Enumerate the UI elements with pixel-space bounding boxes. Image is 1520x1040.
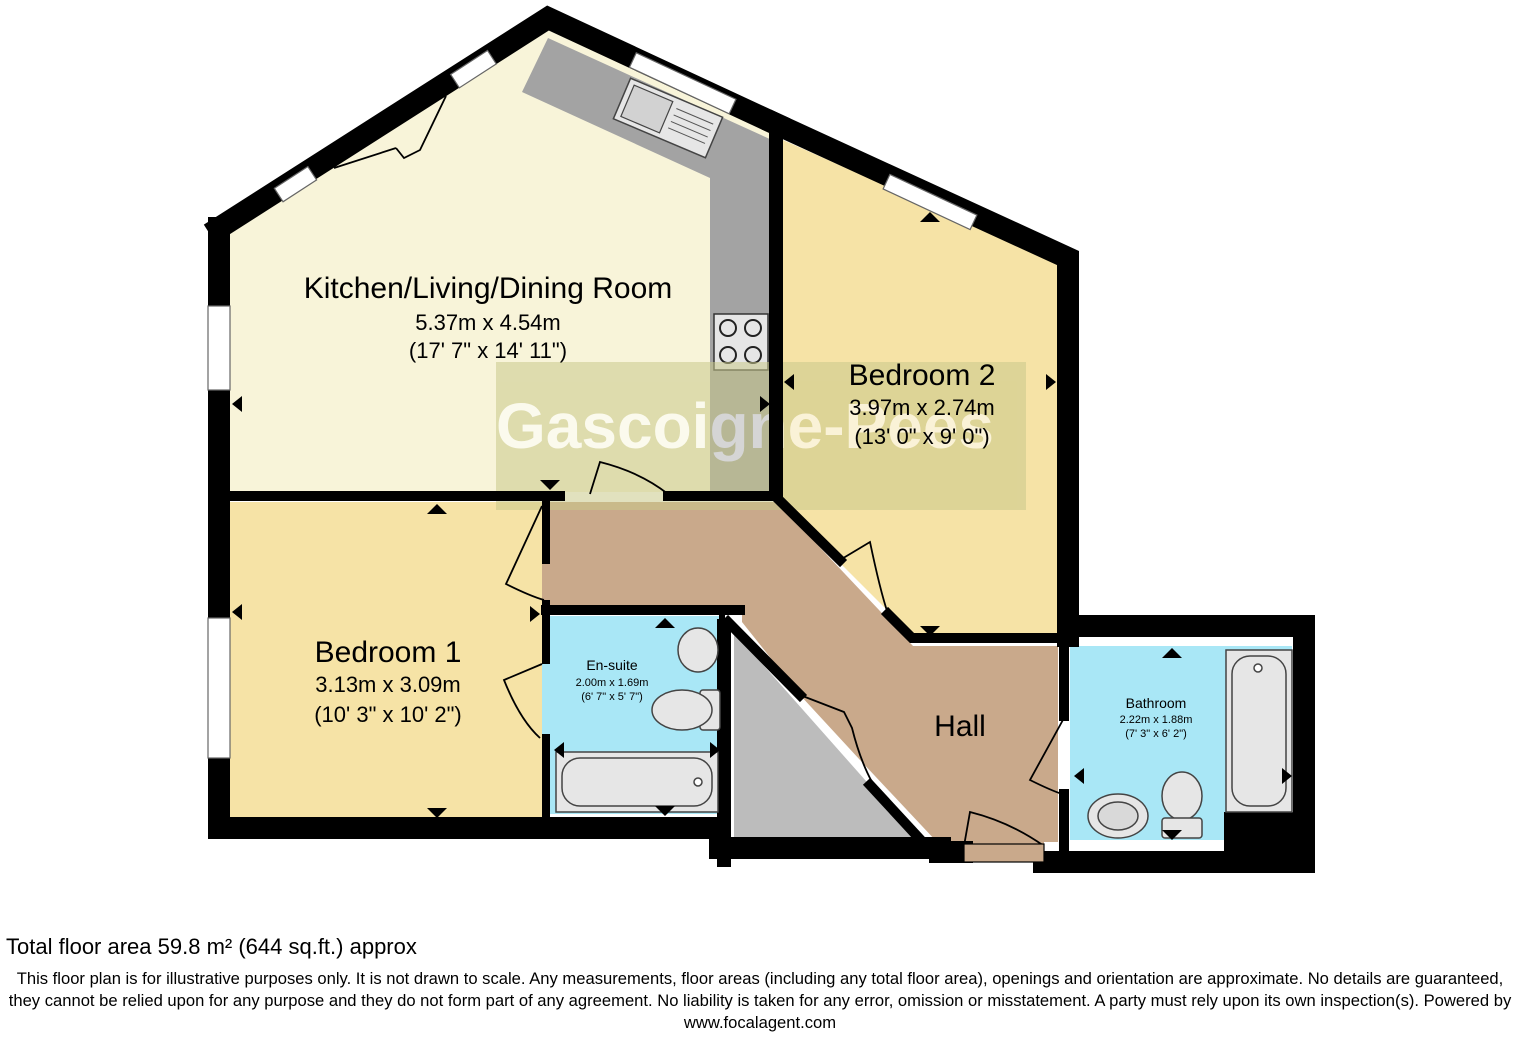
window-kitchen-top-1	[273, 165, 318, 203]
en-suite-bath-icon	[555, 751, 719, 813]
bedroom-2-imperial: (13' 0" x 9' 0")	[854, 424, 989, 449]
watermark: Gascoigne-Pees	[496, 362, 1026, 510]
en-suite-imperial: (6' 7" x 5' 7")	[581, 691, 643, 703]
hob-icon	[713, 313, 769, 371]
window-kitchen-left	[207, 305, 231, 391]
bathroom-imperial: (7' 3" x 6' 2")	[1125, 728, 1187, 740]
bedroom-1-name: Bedroom 1	[315, 636, 462, 669]
bedroom-1-imperial: (10' 3" x 10' 2")	[314, 702, 462, 727]
bathroom-label: Bathroom 2.22m x 1.88m (7' 3" x 6' 2")	[1120, 695, 1193, 740]
hall-name: Hall	[934, 710, 986, 743]
bedroom-2-name: Bedroom 2	[849, 359, 996, 392]
window-kitchen-top-2	[449, 49, 498, 89]
bedroom-2-label: Bedroom 2 3.97m x 2.74m (13' 0" x 9' 0")	[849, 359, 996, 449]
front-door-threshold	[963, 843, 1045, 863]
kitchen-name: Kitchen/Living/Dining Room	[304, 272, 673, 305]
watermark-text: Gascoigne-Pees	[496, 390, 994, 462]
bathroom-metric: 2.22m x 1.88m	[1120, 714, 1193, 726]
dimension-arrows	[232, 212, 1292, 840]
bathroom-toilet-icon	[1161, 771, 1203, 839]
kitchen-metric: 5.37m x 4.54m	[415, 310, 561, 335]
walls	[203, 5, 1315, 873]
en-suite-name: En-suite	[586, 657, 638, 673]
door-en-suite	[502, 663, 543, 739]
bedroom-1-floor	[230, 502, 542, 818]
bathroom-name: Bathroom	[1126, 695, 1187, 711]
kitchen-worktop	[522, 38, 772, 492]
kitchen-label: Kitchen/Living/Dining Room 5.37m x 4.54m…	[304, 272, 673, 363]
bathroom-basin-icon	[1087, 793, 1149, 839]
hall-floor	[542, 502, 1058, 862]
disclaimer: This floor plan is for illustrative purp…	[8, 969, 1512, 1032]
window-bedroom-1	[207, 617, 231, 759]
window-kitchen-sink	[628, 51, 737, 115]
door-store	[799, 694, 873, 783]
floor-plan: Gascoigne-Pees	[203, 5, 1315, 873]
total-floor-area: Total floor area 59.8 m² (644 sq.ft.) ap…	[6, 934, 417, 959]
door-kitchen-hall	[589, 460, 669, 495]
door-bathroom	[1028, 717, 1065, 795]
door-bedroom-2	[839, 540, 889, 615]
bathroom-bath-icon	[1225, 649, 1293, 813]
kitchen-imperial: (17' 7" x 14' 11")	[409, 338, 567, 363]
bedroom-2-metric: 3.97m x 2.74m	[849, 395, 995, 420]
en-suite-metric: 2.00m x 1.69m	[576, 677, 649, 689]
windows	[207, 49, 978, 759]
sink-icon	[612, 77, 724, 159]
en-suite-toilet-icon	[651, 627, 721, 731]
bedroom-1-metric: 3.13m x 3.09m	[315, 672, 461, 697]
bedroom-1-label: Bedroom 1 3.13m x 3.09m (10' 3" x 10' 2"…	[314, 636, 462, 727]
door-front	[963, 810, 1045, 847]
window-bedroom-2	[882, 173, 978, 231]
door-bedroom-1	[504, 505, 545, 601]
door-kitchen-patio	[333, 95, 447, 169]
en-suite-label: En-suite 2.00m x 1.69m (6' 7" x 5' 7")	[576, 657, 649, 703]
doors	[333, 95, 1065, 847]
